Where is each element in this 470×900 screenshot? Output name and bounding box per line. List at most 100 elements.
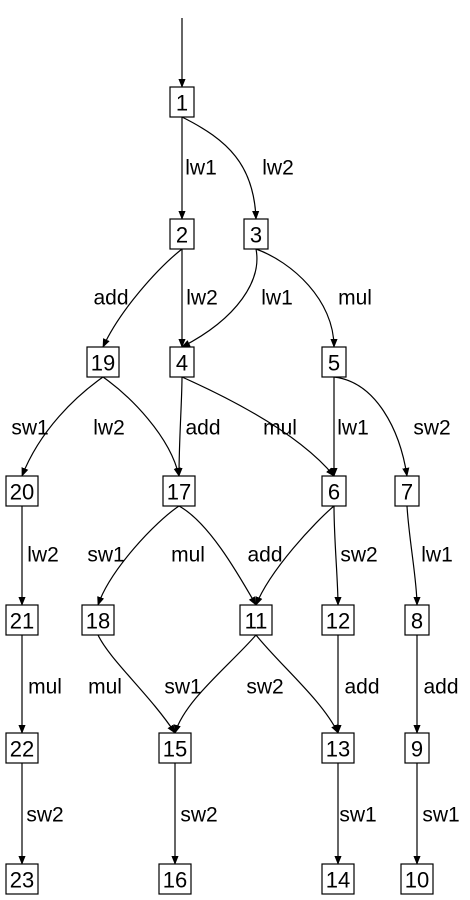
node-label-14: 14 [326,868,350,893]
edge-label-18-15: mul [88,676,122,699]
node-16: 16 [158,863,192,895]
node-box-4 [169,346,195,378]
node-7: 7 [394,475,420,507]
edge-label-6-11: add [247,544,282,567]
edge-label-9-10: sw1 [422,804,459,827]
edge-11-13 [255,634,339,734]
node-label-6: 6 [328,480,340,505]
node-box-2 [169,218,195,250]
node-label-7: 7 [401,480,413,505]
edge-label-6-12: sw2 [340,544,377,567]
node-label-10: 10 [405,868,429,893]
node-18: 18 [81,604,115,636]
edge-label-17-11: mul [171,544,205,567]
edge-label-12-13: add [344,676,379,699]
edge-19-20 [21,376,104,477]
node-label-21: 21 [10,609,34,634]
node-label-22: 22 [10,737,34,762]
node-label-13: 13 [326,737,350,762]
node-label-4: 4 [176,351,188,376]
edge-2-19 [102,248,183,348]
edge-1-3 [181,116,260,220]
edge-label-13-14: sw1 [339,804,376,827]
edge-label-5-7: sw2 [413,417,450,440]
edges-layer: lw1 lw2 add lw2 lw1 mul sw1 lw2 add mul lw1 sw2 lw2 s… [11,18,460,865]
node-17: 17 [162,475,196,507]
node-box-6 [321,475,347,507]
node-box-23 [5,863,39,895]
node-box-13 [321,732,355,764]
node-22: 22 [5,732,39,764]
node-15: 15 [158,732,192,764]
node-box-20 [5,475,39,507]
edge-19-17 [102,376,181,477]
node-4: 4 [169,346,195,378]
node-box-10 [400,863,434,895]
edge-11-15 [173,634,257,734]
node-6: 6 [321,475,347,507]
edge-4-17 [175,376,183,477]
edge-label-3-4: lw1 [261,287,293,310]
edge-6-12 [333,505,342,606]
node-label-9: 9 [411,737,423,762]
node-19: 19 [86,346,120,378]
node-box-8 [404,604,430,636]
edge-7-8 [406,505,421,606]
node-13: 13 [321,732,355,764]
edge-label-4-6: mul [263,417,297,440]
node-box-12 [321,604,355,636]
node-box-16 [158,863,192,895]
node-label-11: 11 [245,609,268,634]
node-label-3: 3 [250,223,262,248]
edge-label-3-5: mul [338,287,372,310]
edge-label-11-15: sw1 [164,676,201,699]
node-21: 21 [5,604,39,636]
edge-3-4 [181,248,258,348]
node-label-2: 2 [176,223,188,248]
node-box-14 [321,863,355,895]
node-label-17: 17 [167,480,191,505]
edge-label-2-19: add [93,287,128,310]
node-box-22 [5,732,39,764]
edge-label-5-6: lw1 [337,417,369,440]
edge-label-20-21: lw2 [27,544,59,567]
node-box-1 [169,86,195,118]
node-12: 12 [321,604,355,636]
edge-label-1-2: lw1 [185,157,217,180]
node-box-15 [158,732,192,764]
node-box-21 [5,604,39,636]
node-label-16: 16 [163,868,187,893]
edge-label-4-17: add [185,417,220,440]
edge-label-21-22: mul [28,676,62,699]
edge-18-15 [97,634,176,734]
node-9: 9 [404,732,430,764]
edge-label-17-18: sw1 [87,544,124,567]
edge-label-2-4: lw2 [186,287,218,310]
node-3: 3 [243,218,269,250]
edge-label-19-20: sw1 [11,417,48,440]
node-11: 11 [239,604,273,636]
node-14: 14 [321,863,355,895]
node-label-1: 1 [176,91,188,116]
node-label-19: 19 [91,351,115,376]
node-1: 1 [169,86,195,118]
node-box-5 [321,346,347,378]
node-box-11 [239,604,273,636]
node-label-20: 20 [10,480,34,505]
edge-label-8-9: add [423,676,458,699]
edge-17-18 [97,505,180,606]
node-23: 23 [5,863,39,895]
node-label-12: 12 [326,609,350,634]
node-2: 2 [169,218,195,250]
edge-label-11-13: sw2 [246,676,283,699]
node-10: 10 [400,863,434,895]
node-box-3 [243,218,269,250]
edge-5-7 [333,376,410,477]
node-box-17 [162,475,196,507]
edge-label-19-17: lw2 [93,417,125,440]
edge-label-1-3: lw2 [262,157,294,180]
node-box-9 [404,732,430,764]
edge-17-11 [178,505,257,606]
